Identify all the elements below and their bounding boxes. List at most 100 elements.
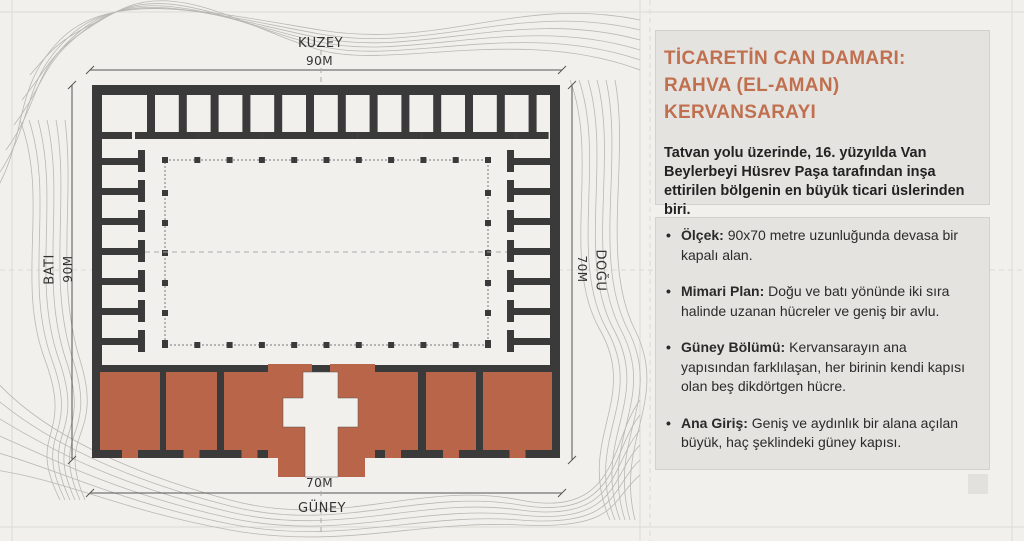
- contour-line: [29, 0, 641, 76]
- arcade-pier: [162, 190, 168, 196]
- north-cell-wall: [401, 95, 410, 137]
- east-dimension: 70M: [575, 255, 589, 283]
- north-cell-wall: [465, 95, 473, 137]
- north-cell-wall: [306, 95, 314, 137]
- cross-shaped-gate: [282, 371, 359, 478]
- arcade-pier: [226, 342, 233, 348]
- north-label: KUZEY: [298, 36, 344, 51]
- intro-text: Tatvan yolu üzerinde, 16. yüzyılda Van B…: [664, 145, 965, 218]
- south-cell: [368, 372, 418, 450]
- arcade-pier: [323, 157, 330, 163]
- east-label: DOĞU: [592, 249, 608, 292]
- list-item: •Ölçek: 90x70 metre uzunluğunda devasa b…: [664, 226, 979, 265]
- west-dimension: 90M: [61, 255, 75, 283]
- dimension-tick: [567, 455, 577, 465]
- south-label: GÜNEY: [298, 501, 346, 516]
- north-cell-wall: [147, 95, 155, 137]
- east-cell-front-wall: [507, 150, 514, 172]
- north-cell-front-wall: [230, 132, 263, 139]
- east-cell-wall: [508, 158, 550, 165]
- arcade-pier: [162, 157, 168, 163]
- west-cell-front-wall: [138, 270, 145, 292]
- east-cell-wall: [508, 248, 550, 255]
- north-cell-wall: [528, 95, 537, 137]
- west-cell-front-wall: [138, 180, 145, 202]
- west-label: BATI: [42, 254, 58, 285]
- north-cell-front-wall: [325, 132, 358, 139]
- west-cell-front-wall: [138, 330, 145, 352]
- title-panel: TİCARETİN CAN DAMARI: RAHVA (EL-AMAN) KE…: [655, 30, 990, 218]
- fact-text: Doğu ve batı yönünde iki sıra halinde uz…: [681, 283, 950, 319]
- south-cell-door: [183, 450, 200, 458]
- south-cell: [166, 372, 217, 450]
- north-cell-wall: [496, 95, 505, 137]
- fact-term: Ana Giriş:: [681, 414, 748, 431]
- dimension-tick: [85, 65, 95, 75]
- facts-panel: •Ölçek: 90x70 metre uzunluğunda devasa b…: [655, 217, 990, 470]
- arcade-pier: [226, 157, 233, 163]
- contour-line: [46, 119, 76, 501]
- south-cell-door: [443, 450, 459, 458]
- topographic-contours: [0, 0, 648, 538]
- south-cell: [483, 372, 552, 450]
- north-cell-wall: [433, 95, 442, 137]
- contour-line: [19, 119, 61, 501]
- arcade-pier: [194, 157, 201, 163]
- north-cell-front-wall: [198, 132, 231, 139]
- bullet-icon: •: [666, 414, 671, 431]
- north-cell-wall: [369, 95, 378, 137]
- south-cell-door: [122, 450, 138, 458]
- south-cell: [224, 372, 275, 450]
- east-cell-wall: [508, 308, 550, 315]
- contour-line: [0, 418, 641, 522]
- arcade-pier: [258, 342, 265, 348]
- dimension-tick: [67, 80, 77, 90]
- arcade-pier: [388, 342, 395, 348]
- bullet-icon: •: [666, 283, 671, 299]
- arcade-pier: [485, 280, 491, 286]
- west-cell-front-wall: [138, 300, 145, 322]
- east-cell-front-wall: [507, 180, 514, 202]
- fact-text: Kervansarayın ana yapısından farklılaşan…: [681, 339, 966, 394]
- west-cell-front-wall: [138, 150, 145, 172]
- contour-line: [569, 79, 614, 521]
- fact-term: Mimari Plan:: [681, 283, 765, 299]
- contour-line: [0, 384, 641, 511]
- south-cell-door: [385, 450, 401, 458]
- contour-line: [28, 119, 66, 501]
- east-cell-wall: [508, 338, 550, 345]
- south-cell-door: [509, 450, 526, 458]
- contour-line: [0, 470, 641, 538]
- contour-line: [614, 79, 648, 521]
- arcade-pier: [323, 342, 330, 348]
- arcade-pier: [258, 157, 265, 163]
- fact-term: Ölçek:: [681, 227, 724, 243]
- bullet-icon: •: [666, 227, 671, 243]
- corner-marker: [968, 474, 988, 494]
- contour-line: [37, 119, 71, 501]
- north-cell-wall: [178, 95, 187, 137]
- list-item: • Mimari Plan: Doğu ve batı yönünde iki s…: [664, 282, 979, 321]
- contour-line: [64, 119, 88, 501]
- south-cell: [426, 372, 476, 450]
- north-cell-front-wall: [421, 132, 454, 139]
- arcade-pier: [452, 157, 459, 163]
- contour-line: [605, 79, 641, 521]
- west-cell-wall: [102, 278, 144, 285]
- arcade-pier: [162, 250, 168, 256]
- fact-term: Güney Bölümü:: [681, 339, 786, 355]
- fact-text: Geniş ve aydınlık bir alana açılan büyük…: [681, 414, 959, 451]
- arcade-pier: [291, 342, 298, 348]
- arcade-pier: [420, 157, 427, 163]
- contour-line: [55, 119, 82, 501]
- north-cell-front-wall: [102, 132, 132, 139]
- arcade-pier: [355, 157, 362, 163]
- page-title: TİCARETİN CAN DAMARI: RAHVA (EL-AMAN) KE…: [664, 48, 906, 123]
- dimension-tick: [557, 488, 567, 498]
- list-item: •Güney Bölümü: Kervansarayın ana yapısın…: [664, 338, 979, 397]
- contour-line: [596, 79, 634, 521]
- arcade-pier: [485, 250, 491, 256]
- east-cell-front-wall: [507, 330, 514, 352]
- contour-line: [587, 79, 628, 521]
- east-cell-wall: [508, 188, 550, 195]
